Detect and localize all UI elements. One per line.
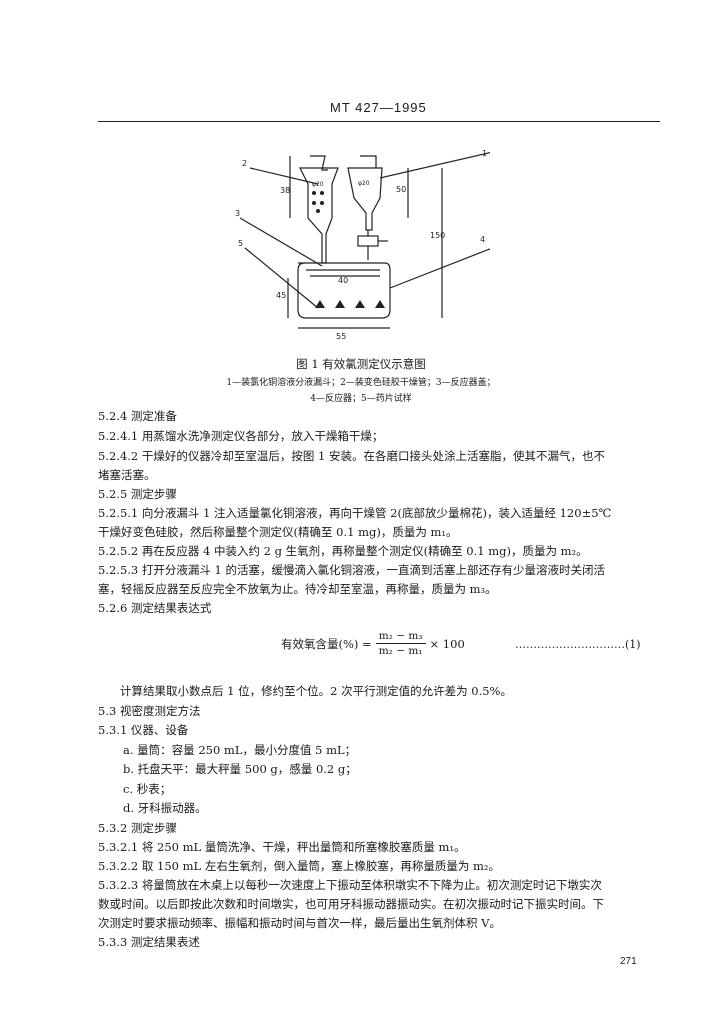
section-5-2-5: 5.2.5 测定步骤 [98, 487, 177, 501]
section-5-2-4: 5.2.4 测定准备 [98, 409, 177, 423]
section-5-3: 5.3 视密度测定方法 [98, 704, 201, 718]
section-5-3-1: 5.3.1 仪器、设备 [98, 723, 189, 737]
dim-phi20-right: φ20 [358, 180, 370, 187]
apparatus-figure: 2 3 5 1 4 38 φ20 φ20 50 150 40 45 55 [230, 147, 511, 352]
formula-1: 有效氧含量(%) = m₂ − m₃ m₂ − m₁ × 100 [281, 630, 465, 657]
para-5-2-5-3: 5.2.5.3 打开分液漏斗 1 的活塞，缓慢滴入氯化铜溶液，一直滴到活塞上部还… [98, 563, 606, 577]
para-5-2-5-1: 5.2.5.1 向分液漏斗 1 注入适量氯化铜溶液，再向干燥管 2(底部放少量棉… [98, 506, 612, 520]
label-2: 2 [242, 159, 247, 168]
item-d: d. 牙科振动器。 [123, 801, 207, 815]
figure-caption: 图 1 有效氯测定仪示意图 [296, 357, 426, 371]
formula-lhs: 有效氧含量(%) = [281, 636, 372, 651]
dim-55: 55 [336, 332, 346, 341]
stopcock [357, 235, 379, 247]
para-5-2-4-2-cont: 堵塞活塞。 [98, 468, 156, 482]
item-a: a. 量筒：容量 250 mL，最小分度值 5 mL； [123, 743, 357, 757]
formula-rhs: × 100 [429, 636, 465, 651]
para-5-3-2-3-cont1: 数或时间。以后即按此次数和时间墩实，也可用牙科振动器振动实。在初次振动时记下振实… [98, 897, 604, 911]
dim-50: 50 [396, 185, 406, 194]
para-result-note: 计算结果取小数点后 1 位，修约至个位。2 次平行测定值的允许差为 0.5%。 [120, 684, 512, 698]
figure-legend-1: 1—装氯化铜溶液分液漏斗；2—装变色硅胶干燥管；3—反应器盖； [226, 378, 496, 388]
label-1: 1 [482, 149, 487, 158]
figure-legend-2: 4—反应器；5—药片试样 [310, 394, 412, 404]
drying-tube-top [310, 155, 328, 171]
dim-40: 40 [338, 276, 348, 285]
label-4: 4 [480, 235, 485, 244]
reactor [297, 262, 391, 319]
separating-funnel [347, 167, 383, 231]
item-c: c. 秒表； [123, 782, 172, 796]
formula-fraction: m₂ − m₃ m₂ − m₁ [375, 630, 426, 657]
formula-denominator: m₂ − m₁ [378, 645, 423, 657]
dim-phi20-left: φ20 [312, 181, 324, 188]
para-5-2-5-3-cont: 塞，轻摇反应器至反应完全不放氧为止。待冷却至室温，再称量，质量为 m₃。 [98, 582, 497, 596]
para-5-2-4-2: 5.2.4.2 干燥好的仪器冷却至室温后，按图 1 安装。在各磨口接头处涂上活塞… [98, 449, 606, 463]
section-5-3-2: 5.3.2 测定步骤 [98, 821, 177, 835]
para-5-2-4-1: 5.2.4.1 用蒸馏水洗净测定仪各部分，放入干燥箱干燥； [98, 429, 384, 443]
funnel-top [360, 155, 377, 168]
formula-numerator: m₂ − m₃ [375, 630, 426, 644]
page-header: MT 427—1995 [330, 100, 427, 115]
item-b: b. 托盘天平：最大秤量 500 g，感量 0.2 g； [123, 762, 357, 776]
section-5-3-3: 5.3.3 测定结果表述 [98, 935, 200, 949]
apparatus-diagram: 2 3 5 1 4 38 φ20 φ20 50 150 40 45 55 [235, 147, 511, 341]
section-5-2-6: 5.2.6 测定结果表达式 [98, 601, 212, 615]
dim-150: 150 [430, 231, 445, 240]
equation-number: …………………………(1) [515, 638, 641, 651]
para-5-2-5-2: 5.2.5.2 再在反应器 4 中装入约 2 g 生氧剂，再称量整个测定仪(精确… [98, 544, 588, 558]
dim-38: 38 [280, 186, 290, 195]
label-3: 3 [235, 209, 240, 218]
header-rule [98, 121, 660, 122]
label-5: 5 [238, 239, 243, 248]
page-number: 271 [620, 956, 637, 967]
para-5-3-2-3-cont2: 次测定时要求振动频率、振幅和振动时间与首次一样，最后量出生氧剂体积 V。 [98, 916, 501, 930]
para-5-3-2-1: 5.3.2.1 将 250 mL 量筒洗净、干燥，秤出量筒和所塞橡胶塞质量 m₁… [98, 840, 466, 854]
para-5-3-2-3: 5.3.2.3 将量筒放在木桌上以每秒一次速度上下振动至体积墩实不下降为止。初次… [98, 878, 602, 892]
dim-45: 45 [276, 291, 286, 300]
para-5-2-5-1-cont: 干燥好变色硅胶，然后称量整个测定仪(精确至 0.1 mg)，质量为 m₁。 [98, 525, 458, 539]
para-5-3-2-2: 5.3.2.2 取 150 mL 左右生氧剂，倒入量筒，塞上橡胶塞，再称量质量为… [98, 859, 501, 873]
